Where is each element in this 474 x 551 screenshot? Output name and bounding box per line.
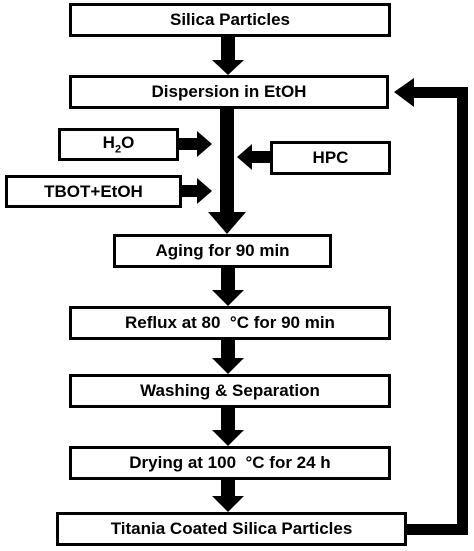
input-h2o-base: H [102,133,115,153]
arrow-tbot-input [182,178,212,204]
step-aging: Aging for 90 min [113,234,332,268]
input-tbot-label: TBOT+EtOH [44,181,143,201]
step-titania-coated-silica: Titania Coated Silica Particles [56,512,407,546]
input-h2o-tail: O [121,133,135,153]
arrow-h2o-input [179,131,212,157]
arrow-washing-to-drying [212,408,244,446]
input-hpc: HPC [270,141,391,175]
step-drying: Drying at 100 °C for 24 h [69,446,391,480]
step-reflux-label: Reflux at 80 °C for 90 min [125,313,335,332]
step-silica-label: Silica Particles [169,10,291,29]
step-silica-particles: Silica Particles [69,3,391,37]
arrow-silica-to-dispersion [212,37,244,75]
input-h2o-label: H2O [103,133,135,155]
arrow-dispersion-to-aging [208,109,246,234]
input-hpc-label: HPC [312,148,349,167]
input-h2o-sub: 2 [114,143,122,156]
step-dispersion-label: Dispersion in EtOH [151,82,307,101]
arrow-drying-to-titania [212,480,244,512]
step-aging-label: Aging for 90 min [155,241,290,260]
arrow-hpc-input [237,144,270,170]
input-tbot-etoh: TBOT+EtOH [5,175,182,208]
arrow-aging-to-reflux [212,268,244,306]
step-washing-separation: Washing & Separation [69,374,391,408]
step-reflux: Reflux at 80 °C for 90 min [69,306,391,340]
step-washing-label: Washing & Separation [140,381,320,400]
arrow-reflux-to-washing [212,340,244,374]
step-drying-label: Drying at 100 °C for 24 h [129,453,331,472]
step-dispersion: Dispersion in EtOH [69,75,389,109]
input-h2o: H2O [58,128,179,161]
step-titania-label: Titania Coated Silica Particles [110,519,353,538]
arrow-feedback-loop [394,78,468,535]
